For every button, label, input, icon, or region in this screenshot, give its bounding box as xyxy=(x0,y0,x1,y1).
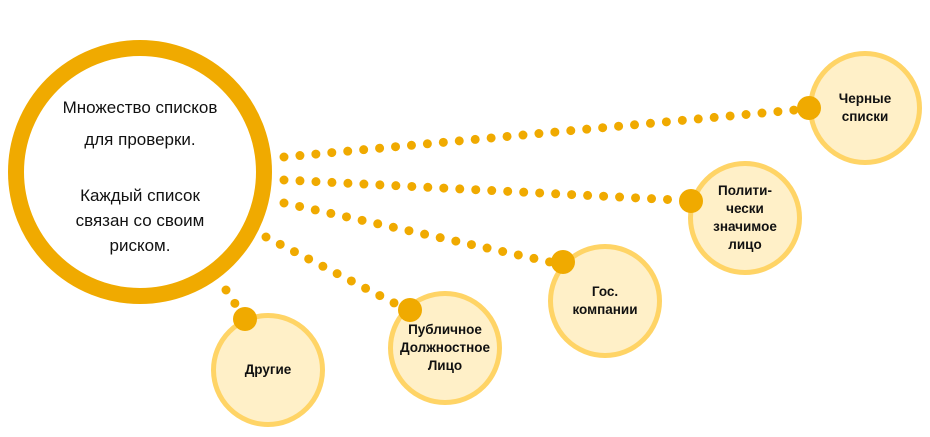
main-line: связан со своим xyxy=(75,211,205,230)
anchor-dot xyxy=(233,307,257,331)
main-circle xyxy=(8,40,272,304)
connector-public-official xyxy=(261,232,405,311)
main-line: риском. xyxy=(109,236,171,255)
anchor-dot xyxy=(797,96,821,120)
node-label: Гос. компании xyxy=(572,284,638,317)
node-public-official: Публичное Должностное Лицо xyxy=(388,291,502,405)
node-label: Публичное Должностное Лицо xyxy=(399,322,491,373)
node-label: Черные списки xyxy=(838,91,892,124)
main-line: Множество списков xyxy=(62,98,218,117)
anchor-dot xyxy=(398,298,422,322)
anchor-dot xyxy=(679,189,703,213)
main-line: для проверки. xyxy=(84,130,196,149)
anchor-dot xyxy=(551,250,575,274)
connector-state-companies xyxy=(279,198,555,267)
main-line: Каждый список xyxy=(80,186,200,205)
connector-pep xyxy=(279,175,683,205)
node-label: Полити- чески значимое лицо xyxy=(713,183,777,252)
node-label: Другие xyxy=(244,362,292,377)
main-text-bottom: Каждый список связан со своим риском. xyxy=(30,183,250,258)
node-other: Другие xyxy=(211,313,325,427)
node-pep: Полити- чески значимое лицо xyxy=(688,161,802,275)
main-text-top: Множество списков для проверки. xyxy=(30,92,250,156)
connector-blacklists xyxy=(279,105,800,162)
connector-other xyxy=(221,285,243,313)
